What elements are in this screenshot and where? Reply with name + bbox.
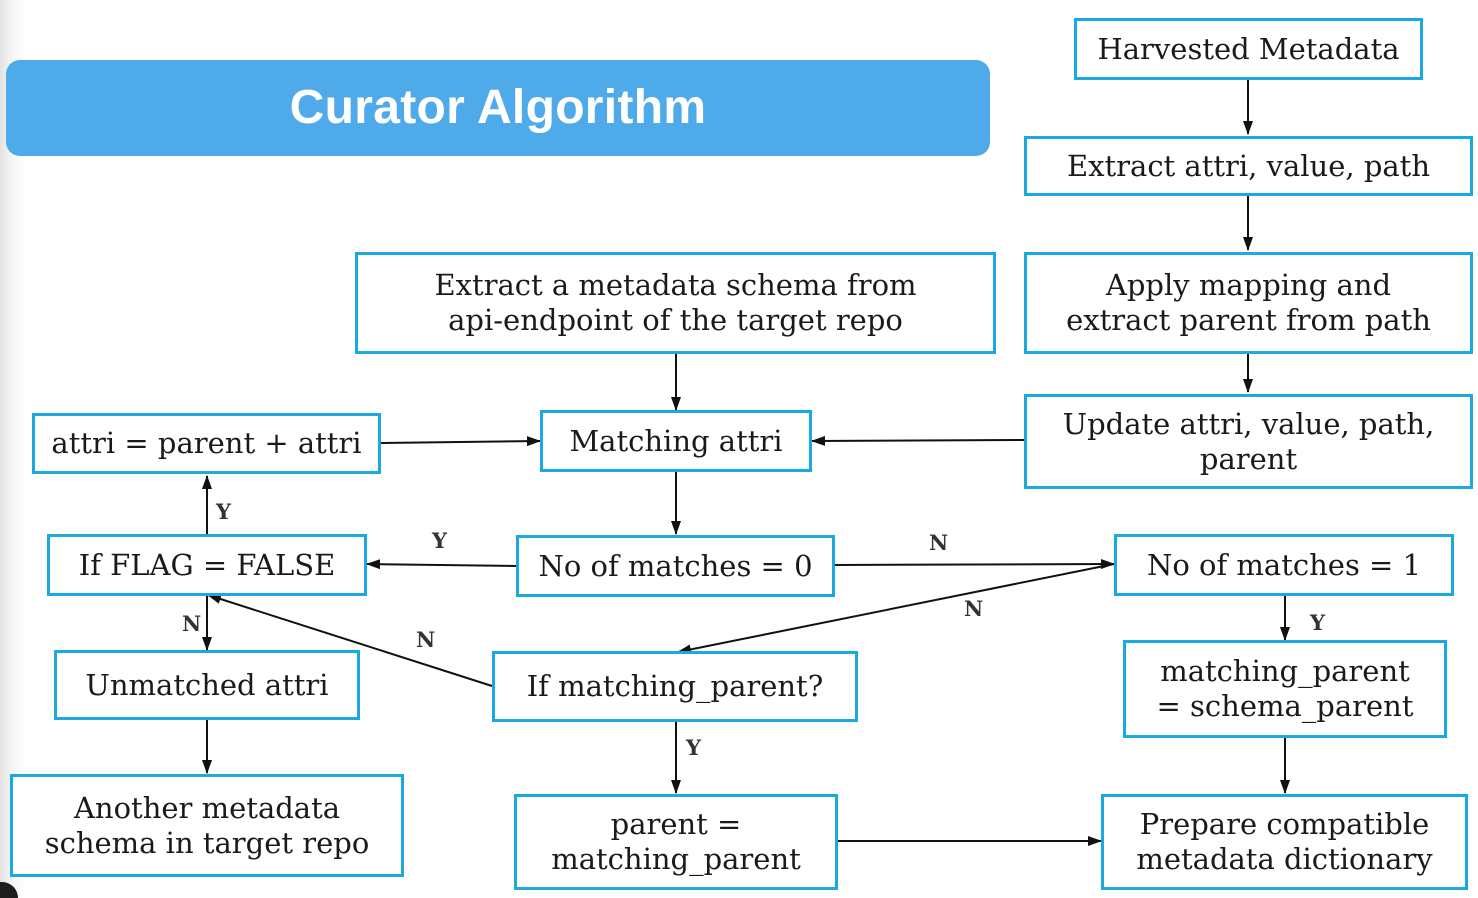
edge-label-flag-to-attri: Y — [215, 499, 232, 524]
node-extract-attri: Extract attri, value, path — [1024, 136, 1473, 196]
arrow-one-to-ifparent — [677, 563, 1115, 655]
node-extract-attri-label: Extract attri, value, path — [1066, 148, 1431, 183]
arrow-zero-to-flag — [366, 559, 517, 570]
node-matching-parent-schema-line2: = schema_parent — [1156, 689, 1414, 723]
node-matching-attri: Matching attri — [540, 410, 812, 472]
node-parent-matching-line1: parent = — [610, 807, 742, 841]
node-matching-attri-label: Matching attri — [569, 423, 783, 458]
node-attri-parent: attri = parent + attri — [32, 413, 381, 474]
node-unmatched-attri-label: Unmatched attri — [85, 667, 329, 702]
edge-label-ifparent-to-parent: Y — [685, 735, 702, 760]
node-harvested-metadata-label: Harvested Metadata — [1097, 31, 1400, 66]
arrow-ifparent-to-flag — [207, 594, 493, 687]
edge-label-zero-to-flag: Y — [431, 528, 448, 553]
arrow-zero-to-one — [834, 559, 1115, 570]
edge-label-zero-to-one: N — [929, 530, 948, 555]
node-matching-parent-schema: matching_parent = schema_parent — [1123, 640, 1447, 738]
edge-label-ifparent-to-flag: N — [416, 627, 435, 652]
title-banner: Curator Algorithm — [6, 60, 990, 156]
node-another-schema-line2: schema in target repo — [44, 825, 370, 860]
node-harvested-metadata: Harvested Metadata — [1074, 18, 1423, 80]
node-matches-one-label: No of matches = 1 — [1146, 547, 1422, 582]
arrow-update-to-matching — [811, 435, 1025, 446]
node-matching-parent-schema-line1: matching_parent — [1160, 654, 1410, 688]
node-another-schema-line1: Another metadata — [73, 790, 341, 825]
node-if-matching-parent-label: If matching_parent? — [526, 669, 824, 703]
node-flag-false-label: If FLAG = FALSE — [78, 547, 336, 582]
node-update-attri: Update attri, value, path, parent — [1024, 394, 1473, 489]
node-extract-schema-line2: api-endpoint of the target repo — [448, 303, 903, 337]
node-apply-mapping-line2: extract parent from path — [1066, 303, 1431, 337]
window-corner — [0, 882, 18, 898]
node-matches-one: No of matches = 1 — [1114, 534, 1454, 596]
edge-label-flag-to-unmatched: N — [182, 611, 201, 636]
node-matches-zero-label: No of matches = 0 — [538, 548, 813, 583]
node-prepare-dictionary-line1: Prepare compatible — [1139, 807, 1430, 841]
edge-label-one-to-schema: Y — [1309, 610, 1326, 635]
node-update-attri-line2: parent — [1199, 441, 1298, 476]
node-prepare-dictionary: Prepare compatible metadata dictionary — [1101, 794, 1468, 890]
node-extract-schema: Extract a metadata schema from api-endpo… — [355, 252, 996, 354]
node-another-schema: Another metadata schema in target repo — [10, 774, 404, 877]
node-prepare-dictionary-line2: metadata dictionary — [1136, 842, 1433, 876]
arrow-attri-to-matching — [380, 436, 541, 447]
edge-label-one-to-ifparent: N — [964, 596, 983, 621]
node-parent-matching: parent = matching_parent — [514, 794, 838, 890]
node-update-attri-line1: Update attri, value, path, — [1062, 406, 1435, 441]
node-unmatched-attri: Unmatched attri — [54, 650, 360, 720]
node-flag-false: If FLAG = FALSE — [47, 534, 367, 596]
node-attri-parent-label: attri = parent + attri — [51, 426, 362, 460]
node-parent-matching-line2: matching_parent — [551, 842, 801, 876]
node-matches-zero: No of matches = 0 — [516, 535, 835, 597]
node-apply-mapping: Apply mapping and extract parent from pa… — [1024, 252, 1473, 354]
node-if-matching-parent: If matching_parent? — [492, 651, 858, 722]
node-extract-schema-line1: Extract a metadata schema from — [434, 268, 917, 302]
node-apply-mapping-line1: Apply mapping and — [1105, 268, 1392, 302]
page-title: Curator Algorithm — [289, 81, 707, 134]
